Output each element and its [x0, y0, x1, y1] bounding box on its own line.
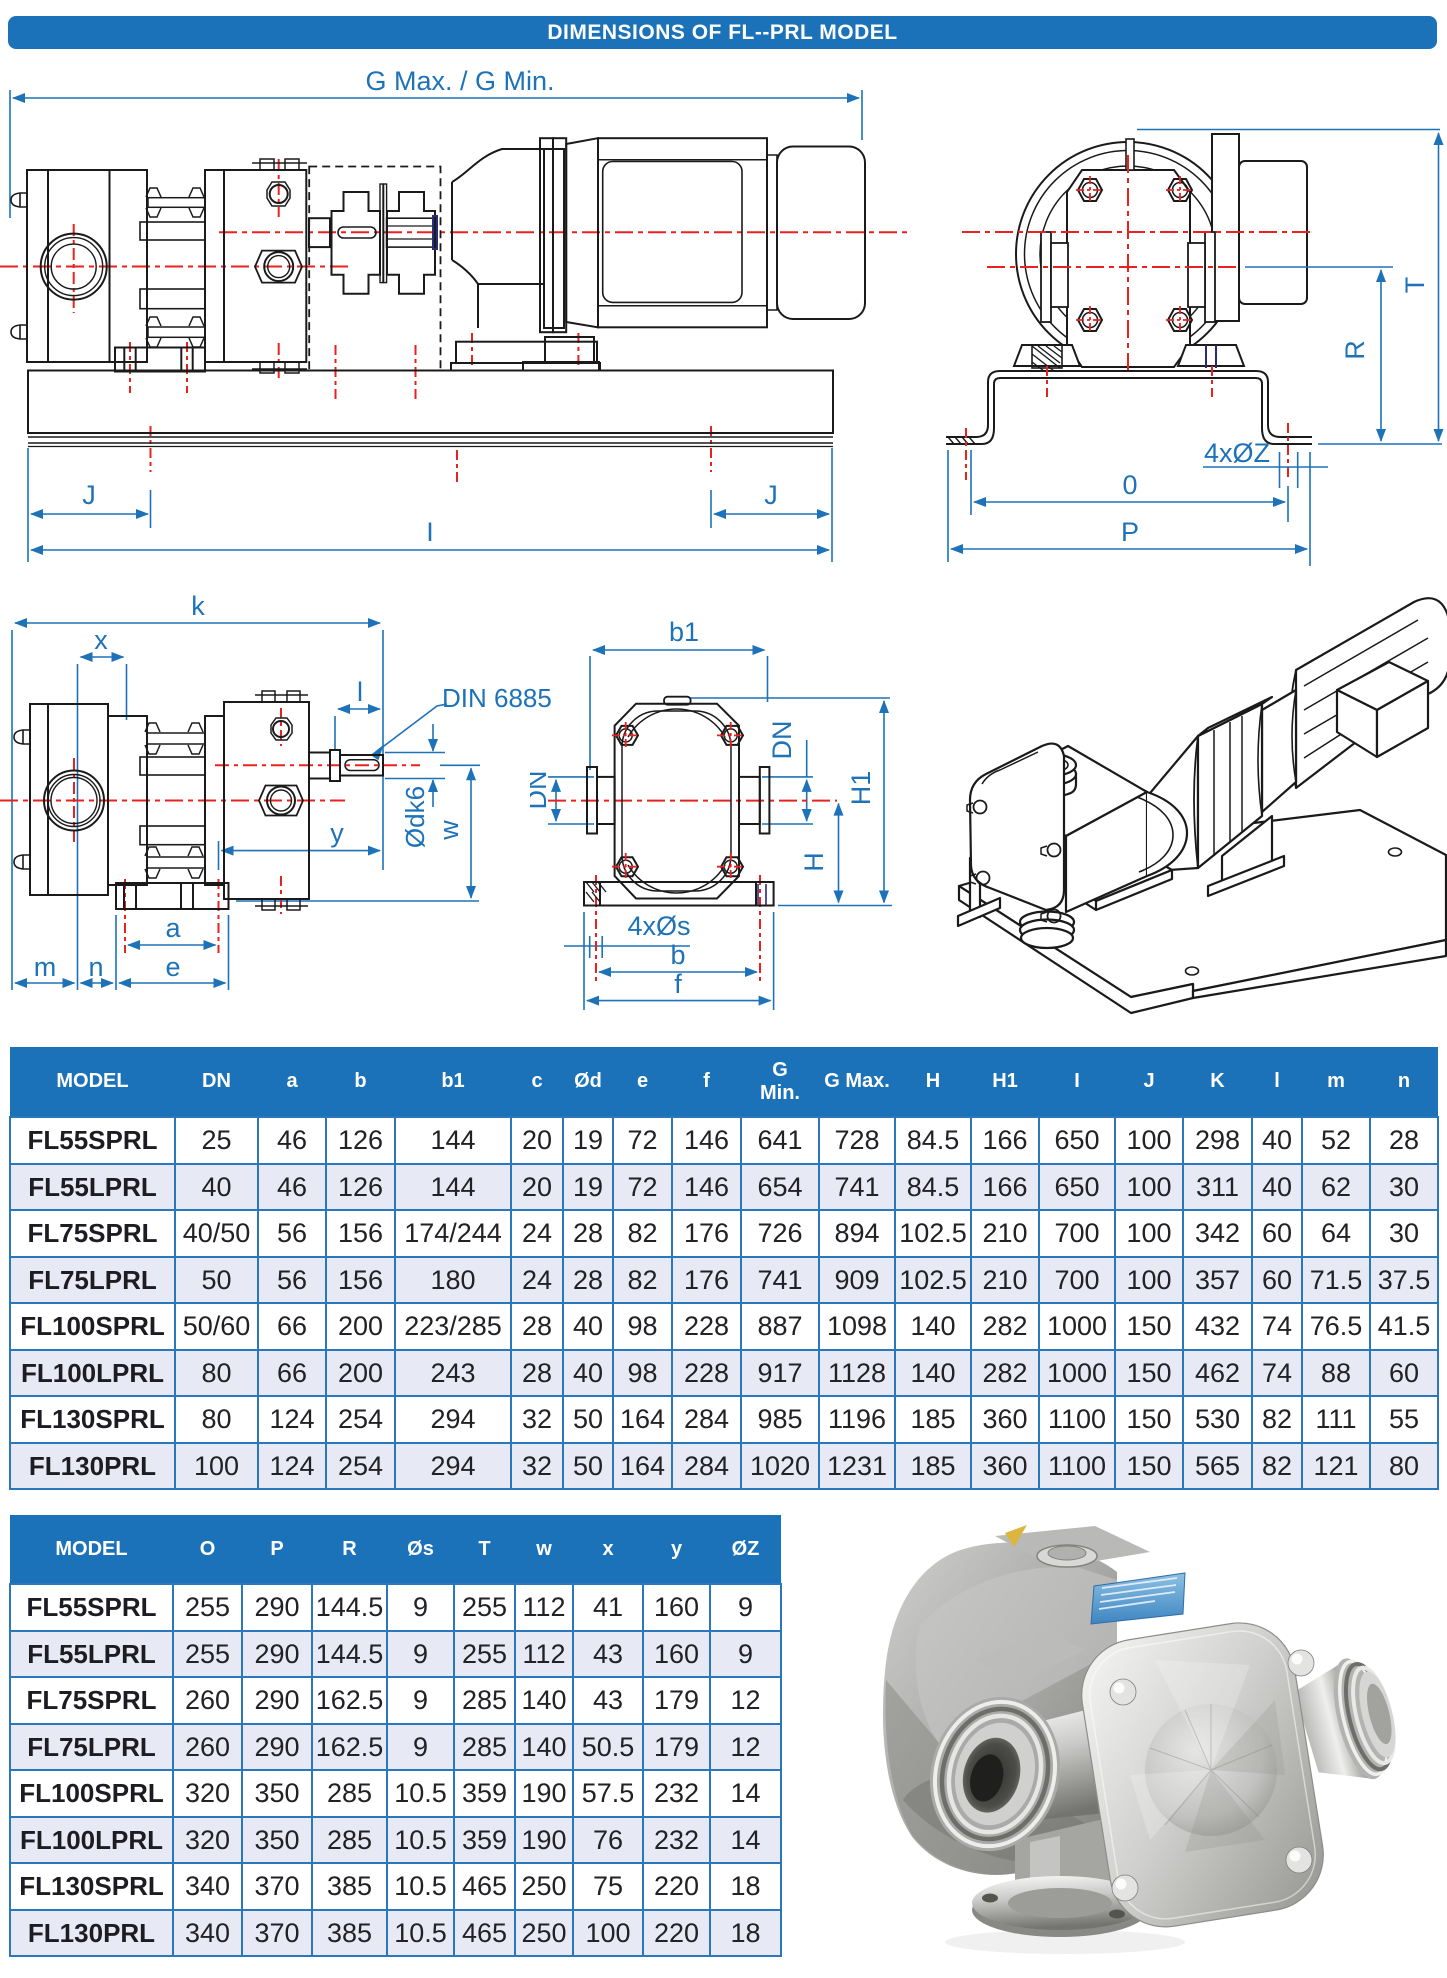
svg-text:4xØZ: 4xØZ	[1204, 438, 1270, 468]
svg-text:a: a	[165, 913, 181, 943]
svg-text:J: J	[82, 480, 96, 510]
svg-text:n: n	[88, 952, 103, 982]
svg-text:4xØs: 4xØs	[627, 911, 690, 941]
svg-text:Ødk6: Ødk6	[400, 786, 430, 848]
svg-text:DN: DN	[767, 721, 797, 760]
svg-text:J: J	[764, 480, 778, 510]
svg-text:m: m	[34, 952, 57, 982]
svg-text:y: y	[330, 818, 344, 848]
svg-text:I: I	[426, 517, 434, 547]
svg-text:DN: DN	[530, 771, 552, 810]
svg-text:P: P	[1121, 517, 1139, 547]
svg-text:0: 0	[1122, 470, 1137, 500]
svg-text:G Max. / G Min.: G Max. / G Min.	[365, 66, 554, 96]
svg-text:x: x	[94, 625, 108, 655]
svg-text:H: H	[799, 852, 829, 872]
svg-text:l: l	[357, 677, 363, 707]
svg-text:R: R	[1340, 340, 1370, 360]
svg-text:k: k	[191, 591, 205, 621]
svg-text:b1: b1	[669, 617, 699, 647]
svg-text:f: f	[674, 969, 682, 999]
svg-text:H1: H1	[846, 771, 876, 806]
svg-text:b: b	[670, 940, 685, 970]
svg-text:DIN 6885: DIN 6885	[442, 683, 552, 713]
svg-text:w: w	[434, 820, 464, 841]
svg-text:T: T	[1400, 277, 1430, 294]
svg-text:e: e	[165, 952, 180, 982]
